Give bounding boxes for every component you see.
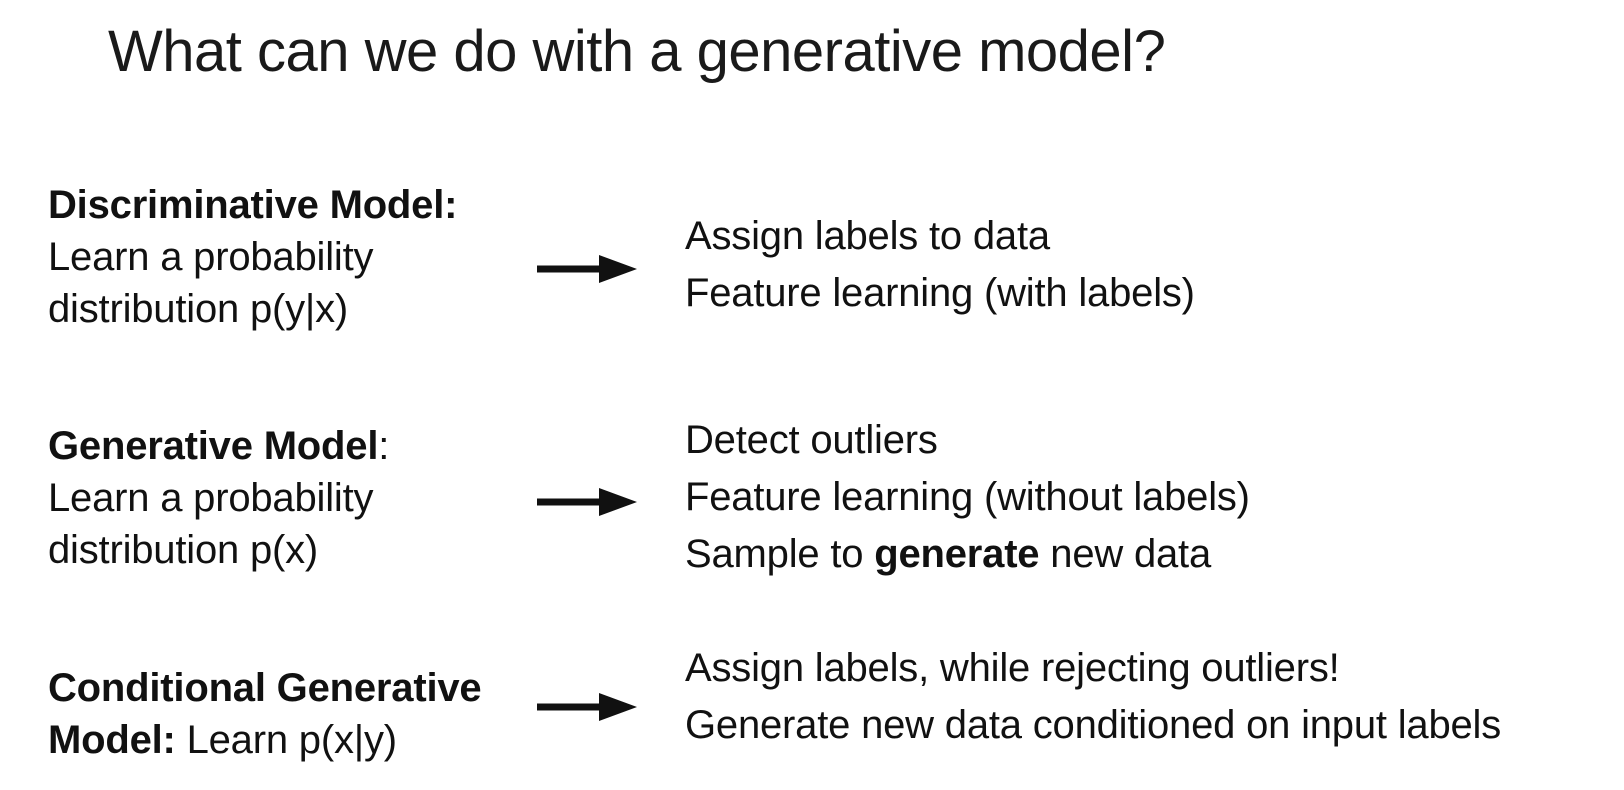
outcome-line: Sample to generate new data [685, 532, 1212, 576]
right-arrow-icon [537, 255, 637, 283]
outcome-line: Assign labels to data [685, 214, 1050, 258]
right-arrow-icon [537, 488, 637, 516]
model-heading-text: Discriminative Model: [48, 183, 458, 227]
generative-outcomes: Detect outliers Feature learning (withou… [685, 412, 1250, 583]
emphasized-word: generate [874, 532, 1040, 576]
slide-title: What can we do with a generative model? [108, 19, 1166, 84]
model-heading: Discriminative Model: [48, 179, 457, 231]
model-heading-text: Conditional Generative [48, 666, 482, 710]
model-description-inline: Learn p(x|y) [175, 718, 398, 762]
model-description-line: Learn a probability [48, 235, 374, 279]
conditional-outcomes: Assign labels, while rejecting outliers!… [685, 640, 1501, 754]
right-arrow-icon [537, 693, 637, 721]
generative-model-label: Generative Model: Learn a probability di… [48, 420, 389, 576]
model-heading-line2: Model: Learn p(x|y) [48, 714, 481, 766]
outcome-line: Feature learning (without labels) [685, 475, 1250, 519]
model-heading-text: Generative Model [48, 424, 379, 468]
model-heading: Conditional Generative [48, 662, 482, 714]
discriminative-model-label: Discriminative Model: Learn a probabilit… [48, 179, 457, 335]
outcome-line: Detect outliers [685, 418, 938, 462]
model-description-line: distribution p(x) [48, 528, 319, 572]
outcome-line: Generate new data conditioned on input l… [685, 703, 1502, 747]
conditional-generative-model-label: Conditional Generative Model: Learn p(x|… [48, 662, 482, 766]
model-description-line: distribution p(y|x) [48, 287, 349, 331]
model-description-line: Learn a probability [48, 476, 374, 520]
model-heading-colon: : [378, 424, 390, 468]
outcome-line: Feature learning (with labels) [685, 271, 1195, 315]
model-heading: Generative Model: [48, 420, 389, 472]
model-heading-text: Model: [48, 718, 176, 762]
discriminative-outcomes: Assign labels to data Feature learning (… [685, 208, 1195, 322]
outcome-line: Assign labels, while rejecting outliers! [685, 646, 1340, 690]
